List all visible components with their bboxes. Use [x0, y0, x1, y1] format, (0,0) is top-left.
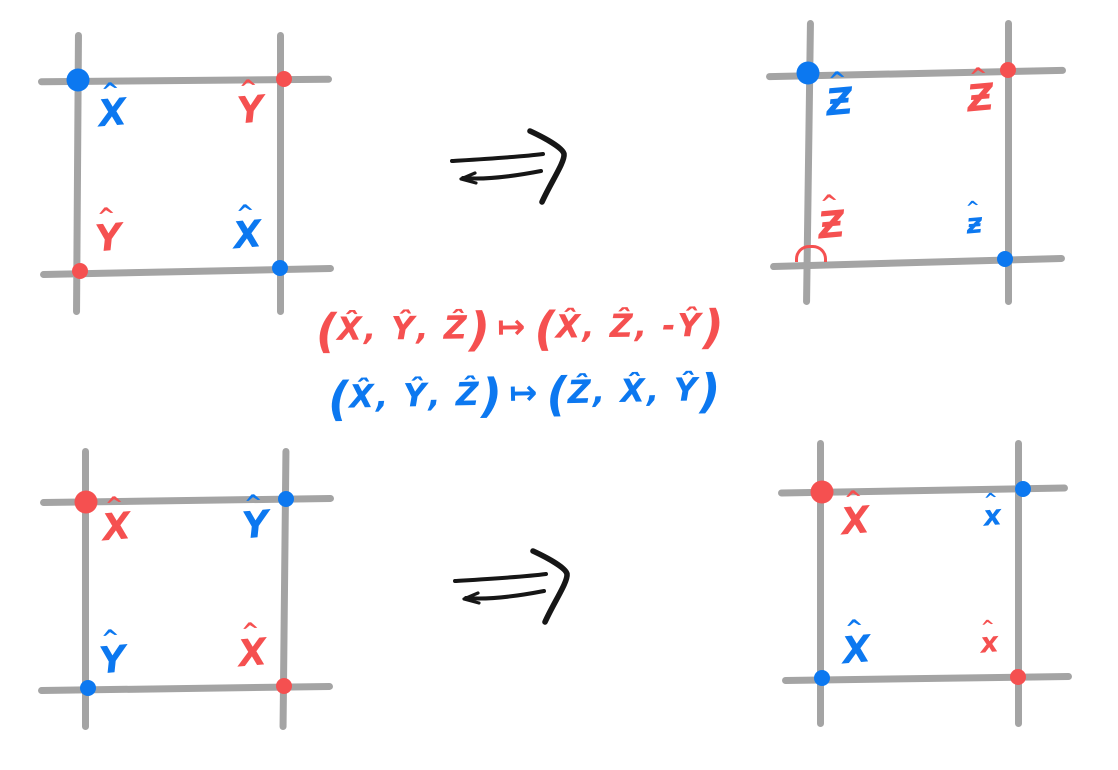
- pauli-letter: X: [839, 498, 872, 544]
- plaquette-top-right: ^ Ƶ ^ Ƶ ^ Ƶ ^ ƶ: [758, 10, 1078, 315]
- vertex-dot-tl: [796, 61, 820, 85]
- mapping-formula-blue: (X̂, Ŷ, Ẑ)↦(Ẑ, X̂, Ŷ): [327, 364, 721, 428]
- pauli-label-bl: ^ Ƶ: [816, 190, 847, 248]
- close-paren: ): [468, 302, 491, 357]
- pauli-letter: x: [981, 498, 1003, 533]
- pauli-letter: Y: [93, 215, 124, 261]
- pauli-letter: x: [978, 625, 1000, 660]
- pauli-letter: Y: [240, 502, 271, 548]
- pauli-label-bl: ^ X: [840, 615, 873, 673]
- pauli-letter: X: [840, 627, 873, 673]
- edge-right: [1015, 440, 1022, 727]
- pauli-label-br: ^ ƶ: [964, 196, 984, 241]
- pauli-label-bl: ^ Y: [97, 625, 128, 683]
- pauli-letter: X: [96, 90, 129, 136]
- mapsto-arrow: ↦: [508, 372, 540, 413]
- open-paren: (: [315, 303, 338, 359]
- vertex-dot-tr: [1015, 481, 1031, 497]
- pauli-letter: X: [236, 630, 269, 676]
- pauli-label-tr: ^ Y: [235, 75, 266, 133]
- vertex-dot-tr: [276, 71, 292, 87]
- plaquette-bottom-right: ^ X ^ x ^ X ^ x: [760, 435, 1080, 735]
- vertex-dot-br: [1010, 669, 1026, 685]
- close-paren: ): [480, 368, 503, 423]
- implies-arrow-top-icon: [450, 128, 567, 205]
- pauli-letter: Ƶ: [824, 79, 855, 125]
- vertex-dot-br: [997, 251, 1013, 267]
- vertex-dot-tr: [278, 491, 294, 507]
- pauli-label-tl: ^ Ƶ: [824, 67, 855, 125]
- close-paren: ): [698, 363, 722, 419]
- edge-left: [817, 440, 824, 727]
- formula-inputs: X̂, Ŷ, Ẑ: [336, 308, 470, 348]
- open-paren: (: [545, 367, 569, 422]
- pauli-label-tr: ^ Y: [240, 490, 271, 548]
- vertex-dot-tr: [1000, 62, 1016, 78]
- edge-right: [1005, 20, 1012, 305]
- mapping-formula-red: (X̂, Ŷ, Ẑ)↦(X̂, Ẑ, -Ŷ): [316, 300, 724, 360]
- formula-outputs: Ẑ, X̂, Ŷ: [567, 370, 700, 412]
- formula-outputs: X̂, Ẑ, -Ŷ: [555, 306, 703, 346]
- vertex-dot-br: [272, 260, 288, 276]
- pauli-letter: Ƶ: [816, 202, 847, 248]
- pauli-label-br: ^ X: [236, 618, 269, 676]
- pauli-letter: Ƶ: [965, 75, 996, 121]
- pauli-label-tr: ^ x: [981, 488, 1003, 533]
- formula-inputs: X̂, Ŷ, Ẑ: [348, 374, 482, 416]
- pauli-label-tr: ^ Ƶ: [965, 63, 996, 121]
- pauli-label-br: ^ x: [978, 615, 1000, 660]
- vertex-arc-bl: [795, 245, 827, 262]
- mapsto-arrow: ↦: [496, 306, 528, 347]
- pauli-label-tl: ^ X: [839, 486, 872, 544]
- pauli-label-tl: ^ X: [100, 492, 133, 550]
- pauli-letter: X: [231, 212, 264, 258]
- vertex-dot-bl: [72, 263, 88, 279]
- vertex-dot-bl: [80, 680, 96, 696]
- edge-right: [277, 32, 284, 315]
- plaquette-bottom-left: ^ X ^ Y ^ Y ^ X: [30, 445, 345, 745]
- vertex-dot-tl: [810, 480, 834, 504]
- pauli-label-bl: ^ Y: [93, 203, 124, 261]
- vertex-dot-bl: [814, 670, 830, 686]
- vertex-dot-tl: [66, 68, 90, 92]
- vertex-dot-tl: [74, 490, 98, 514]
- pauli-letter: Y: [235, 87, 266, 133]
- pauli-label-tl: ^ X: [96, 78, 129, 136]
- plaquette-top-left: ^ X ^ Y ^ Y ^ X: [30, 20, 342, 320]
- pauli-letter: Y: [97, 637, 128, 683]
- open-paren: (: [327, 371, 350, 427]
- pauli-label-br: ^ X: [231, 200, 264, 258]
- pauli-letter: X: [100, 504, 133, 550]
- implies-arrow-bottom-icon: [453, 548, 570, 625]
- pauli-letter: ƶ: [964, 206, 984, 241]
- close-paren: ): [702, 299, 725, 355]
- vertex-dot-br: [276, 678, 292, 694]
- open-paren: (: [534, 301, 556, 356]
- edge-left: [82, 448, 89, 730]
